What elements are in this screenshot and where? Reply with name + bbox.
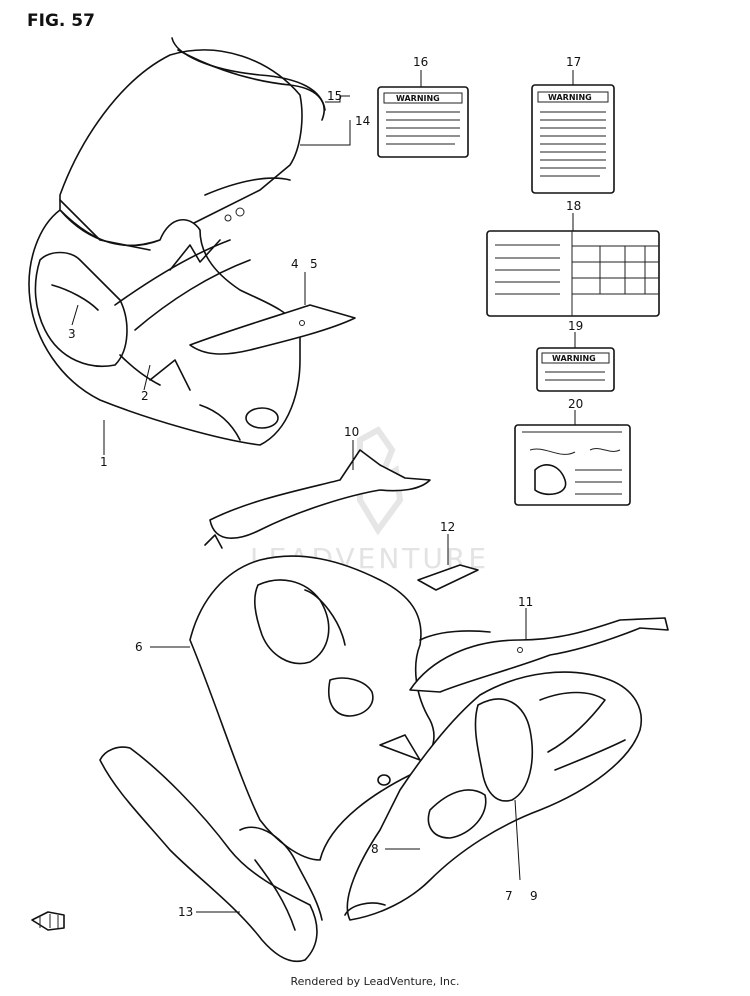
figure-title: FIG. 57 [27, 11, 95, 31]
upper-cowling [28, 37, 326, 446]
label-16-heading: WARNING [396, 94, 440, 103]
callout-20: 20 [568, 397, 583, 411]
label-16: WARNING [377, 86, 469, 158]
part-13-side-cover [99, 746, 323, 962]
callout-18: 18 [566, 199, 581, 213]
callout-13: 13 [178, 905, 193, 919]
label-19-heading: WARNING [552, 354, 596, 363]
callout-7: 7 [505, 889, 513, 903]
callout-15: 15 [327, 89, 342, 103]
part-4-5-panel [189, 304, 356, 355]
leader-lines [71, 70, 576, 913]
callout-12: 12 [440, 520, 455, 534]
callout-17: 17 [566, 55, 581, 69]
part-12-pad [417, 564, 479, 591]
part-10-bracket [204, 449, 431, 549]
label-17: WARNING [531, 84, 615, 194]
callout-1: 1 [100, 455, 108, 469]
front-direction-icon [31, 911, 65, 931]
callout-19: 19 [568, 319, 583, 333]
callout-9: 9 [530, 889, 538, 903]
label-19: WARNING [536, 347, 615, 392]
callout-2: 2 [141, 389, 149, 403]
label-20 [514, 424, 631, 506]
callout-numbers: 1 2 3 4 5 6 7 8 9 10 11 12 13 14 15 16 1… [68, 55, 583, 919]
callout-5: 5 [310, 257, 318, 271]
callout-11: 11 [518, 595, 533, 609]
label-18 [486, 230, 660, 317]
part-6-inner-panel [189, 555, 491, 861]
part-11-panel [409, 617, 669, 693]
callout-4: 4 [291, 257, 299, 271]
callout-3: 3 [68, 327, 76, 341]
lower-cowling [344, 671, 642, 921]
label-17-heading: WARNING [548, 93, 592, 102]
callout-6: 6 [135, 640, 143, 654]
callout-8: 8 [371, 842, 379, 856]
callout-10: 10 [344, 425, 359, 439]
callout-14: 14 [355, 114, 370, 128]
footer-credit: Rendered by LeadVenture, Inc. [290, 975, 460, 988]
callout-16: 16 [413, 55, 428, 69]
